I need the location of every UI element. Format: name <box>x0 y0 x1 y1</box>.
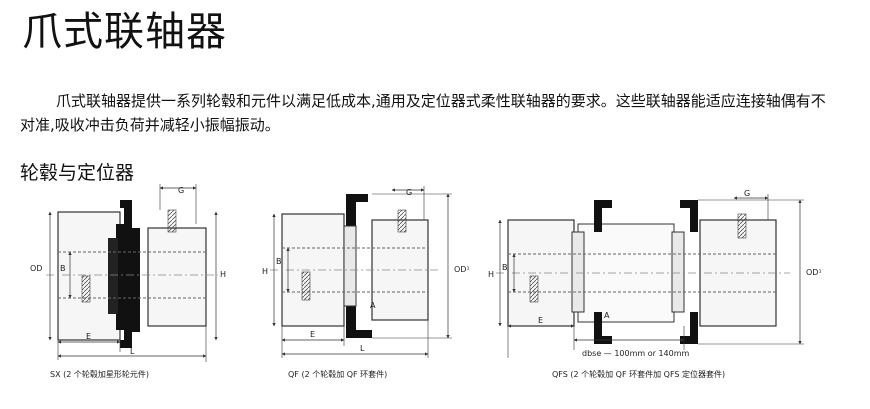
qfs-coupling-drawing <box>496 194 804 358</box>
qfs-label-g: G <box>744 189 750 198</box>
sx-label-h: H <box>220 270 226 279</box>
sx-spider-element <box>116 200 140 348</box>
sx-label-b: B <box>60 264 66 273</box>
page-title: 爪式联轴器 <box>22 9 227 55</box>
qfs-label-od: OD¹ <box>806 268 822 277</box>
qfs-ring-right-bottom <box>680 312 698 344</box>
qf-set-screw-top <box>397 209 407 233</box>
section-heading: 轮毂与定位器 <box>20 162 135 184</box>
sx-right-hub <box>147 227 207 327</box>
qf-label-a: A <box>370 301 376 310</box>
qfs-label-a: A <box>604 311 610 320</box>
qf-coupling-drawing <box>270 186 452 358</box>
qf-label-h: H <box>262 267 268 276</box>
qf-jaw-insert <box>343 225 357 307</box>
qf-ring-bottom <box>346 306 372 338</box>
qfs-right-insert <box>671 231 685 313</box>
sx-label-g: G <box>178 186 184 195</box>
qfs-left-insert <box>571 231 585 313</box>
sx-caption: SX (2 个轮毂加星形轮元件) <box>50 369 149 379</box>
qfs-caption: QFS (2 个轮毂加 QF 环套件加 QFS 定位器套件) <box>552 369 725 379</box>
qfs-set-screw-top <box>737 213 747 239</box>
qfs-label-b: B <box>502 263 508 272</box>
qf-label-b: B <box>276 257 282 266</box>
qf-label-od: OD¹ <box>454 265 470 274</box>
qf-caption: QF (2 个轮毂加 QF 环套件) <box>288 369 387 379</box>
sx-label-l: L <box>130 347 135 356</box>
qfs-set-screw-bottom <box>529 275 539 303</box>
qf-label-e: E <box>310 330 315 339</box>
qfs-ring-left-top <box>594 200 612 232</box>
qf-label-l: L <box>360 344 365 353</box>
qf-ring-top <box>346 194 368 226</box>
qf-label-g: G <box>406 188 412 197</box>
sx-label-e: E <box>86 332 91 341</box>
qfs-label-e: E <box>538 316 543 325</box>
intro-paragraph: 爪式联轴器提供一系列轮毂和元件以满足低成本,通用及定位器式柔性联轴器的要求。这些… <box>20 92 826 134</box>
qfs-label-h: H <box>488 270 494 279</box>
qf-set-screw-bottom <box>301 271 311 301</box>
qfs-ring-left-bottom <box>594 312 612 344</box>
sx-label-od: OD <box>30 264 42 273</box>
sx-set-screw-top <box>167 209 177 233</box>
sx-spider-center <box>108 238 118 314</box>
qfs-label-dbse: dbse — 100mm or 140mm <box>582 349 690 358</box>
sx-coupling-drawing <box>46 184 218 362</box>
sx-set-screw-bottom <box>81 275 91 303</box>
qfs-ring-right-top <box>680 200 698 232</box>
coupling-diagrams: G OD B H E L SX (2 个轮毂加星形轮元件) G OD¹ B H <box>30 184 822 379</box>
